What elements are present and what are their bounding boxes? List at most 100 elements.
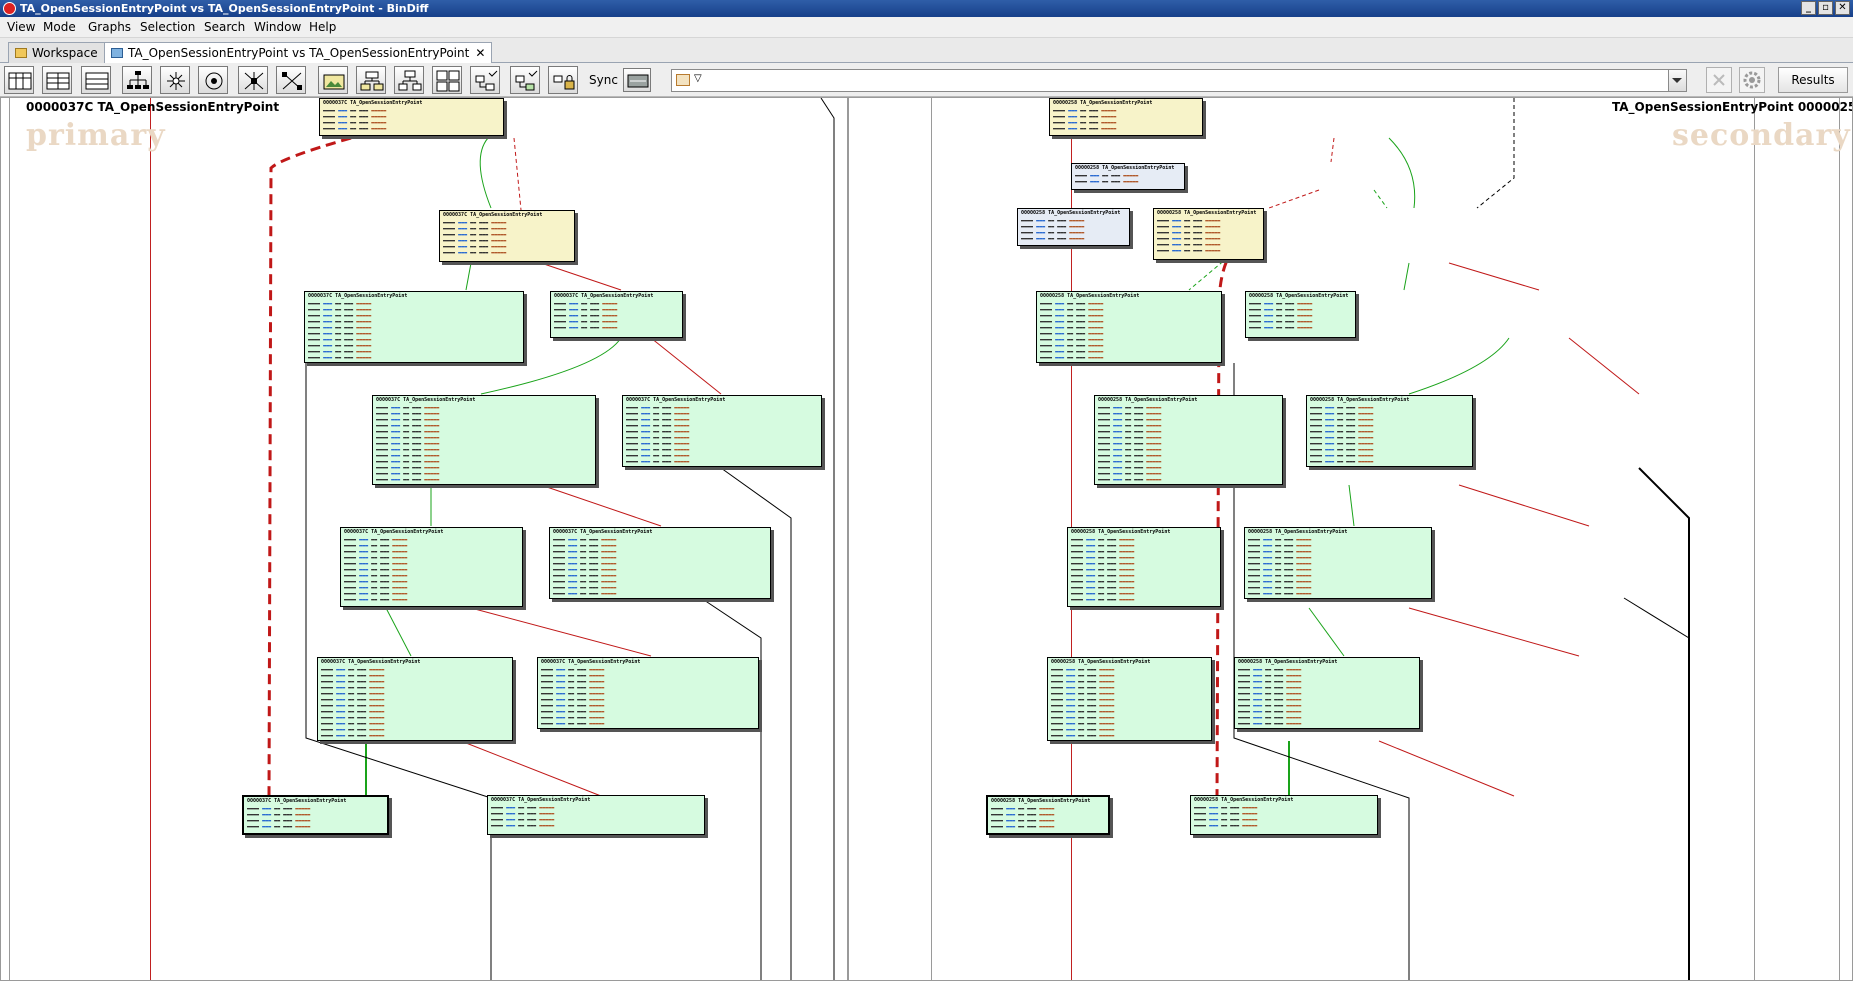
instruction-line: ▬▬▬▬ ▬▬▬ ▬▬ ▬▬▬ ▬▬▬▬▬ xyxy=(1051,673,1115,679)
search-options-chevron-icon[interactable]: ▽ xyxy=(694,73,702,84)
instruction-line: ▬▬▬▬ ▬▬▬ ▬▬ ▬▬▬ ▬▬▬▬▬ xyxy=(1053,126,1117,132)
primary-node-7[interactable]: 0000037C TA_OpenSessionEntryPoint▬▬▬▬ ▬▬… xyxy=(549,527,771,599)
zoom-in-graph-button[interactable] xyxy=(42,66,72,94)
results-button[interactable]: Results xyxy=(1778,67,1848,93)
instruction-line: ▬▬▬▬ ▬▬▬ ▬▬ ▬▬▬ ▬▬▬▬▬ xyxy=(1051,733,1115,739)
instruction-line: ▬▬▬▬ ▬▬▬ ▬▬ ▬▬▬ ▬▬▬▬▬ xyxy=(1098,411,1162,417)
instruction-line: ▬▬▬▬ ▬▬▬ ▬▬ ▬▬▬ ▬▬▬▬▬ xyxy=(1194,811,1258,817)
secondary-node-13[interactable]: 00000258 TA_OpenSessionEntryPoint▬▬▬▬ ▬▬… xyxy=(1190,795,1378,835)
instruction-line: ▬▬▬▬ ▬▬▬ ▬▬ ▬▬▬ ▬▬▬▬▬ xyxy=(1071,573,1135,579)
primary-node-5[interactable]: 0000037C TA_OpenSessionEntryPoint▬▬▬▬ ▬▬… xyxy=(622,395,822,467)
instruction-line: ▬▬▬▬ ▬▬▬ ▬▬ ▬▬▬ ▬▬▬▬▬ xyxy=(247,818,311,824)
primary-node-8[interactable]: 0000037C TA_OpenSessionEntryPoint▬▬▬▬ ▬▬… xyxy=(317,657,513,741)
instruction-line: ▬▬▬▬ ▬▬▬ ▬▬ ▬▬▬ ▬▬▬▬▬ xyxy=(376,423,440,429)
hierarchy-icon xyxy=(398,70,422,91)
instruction-line: ▬▬▬▬ ▬▬▬ ▬▬ ▬▬▬ ▬▬▬▬▬ xyxy=(1310,429,1374,435)
search-combo[interactable]: ▽ xyxy=(671,69,1687,92)
primary-node-11[interactable]: 0000037C TA_OpenSessionEntryPoint▬▬▬▬ ▬▬… xyxy=(487,795,705,835)
clear-search-button[interactable] xyxy=(1706,67,1732,93)
chevron-down-icon[interactable] xyxy=(1668,70,1686,91)
primary-node-entry[interactable]: 0000037C TA_OpenSessionEntryPoint▬▬▬▬ ▬▬… xyxy=(319,98,504,136)
sync-label: Sync xyxy=(589,73,618,87)
instruction-line: ▬▬▬▬ ▬▬▬ ▬▬ ▬▬▬ ▬▬▬▬▬ xyxy=(1071,579,1135,585)
instruction-line: ▬▬▬▬ ▬▬▬ ▬▬ ▬▬▬ ▬▬▬▬▬ xyxy=(376,429,440,435)
close-window-button[interactable]: ✕ xyxy=(1835,1,1850,15)
instruction-line: ▬▬▬▬ ▬▬▬ ▬▬ ▬▬▬ ▬▬▬▬▬ xyxy=(991,806,1055,812)
primary-node-3[interactable]: 0000037C TA_OpenSessionEntryPoint▬▬▬▬ ▬▬… xyxy=(550,291,683,338)
menu-view[interactable]: View xyxy=(7,20,36,34)
instruction-line: ▬▬▬▬ ▬▬▬ ▬▬ ▬▬▬ ▬▬▬▬▬ xyxy=(1238,691,1302,697)
instruction-line: ▬▬▬▬ ▬▬▬ ▬▬ ▬▬▬ ▬▬▬▬▬ xyxy=(247,812,311,818)
hierarchic-select-button[interactable] xyxy=(394,66,424,94)
primary-graph-pane[interactable]: 0000037C TA_OpenSessionEntryPoint primar… xyxy=(0,97,848,981)
secondary-node-1[interactable]: 00000258 TA_OpenSessionEntryPoint▬▬▬▬ ▬▬… xyxy=(1071,163,1185,190)
secondary-node-2[interactable]: 00000258 TA_OpenSessionEntryPoint▬▬▬▬ ▬▬… xyxy=(1017,208,1130,246)
menu-help[interactable]: Help xyxy=(309,20,337,34)
instruction-line: ▬▬▬▬ ▬▬▬ ▬▬ ▬▬▬ ▬▬▬▬▬ xyxy=(321,733,385,739)
secondary-node-entry[interactable]: 00000258 TA_OpenSessionEntryPoint▬▬▬▬ ▬▬… xyxy=(1049,98,1203,136)
secondary-node-12[interactable]: 00000258 TA_OpenSessionEntryPoint▬▬▬▬ ▬▬… xyxy=(986,795,1110,835)
instruction-line: ▬▬▬▬ ▬▬▬ ▬▬ ▬▬▬ ▬▬▬▬▬ xyxy=(1051,691,1115,697)
tab-diff-label: TA_OpenSessionEntryPoint vs TA_OpenSessi… xyxy=(128,46,470,60)
menu-window[interactable]: Window xyxy=(254,20,302,34)
node-header: 0000037C TA_OpenSessionEntryPoint xyxy=(344,529,444,535)
primary-node-2[interactable]: 0000037C TA_OpenSessionEntryPoint▬▬▬▬ ▬▬… xyxy=(304,291,524,363)
orthogonal-layout-button[interactable] xyxy=(160,66,190,94)
fit-graph-button[interactable] xyxy=(81,66,111,94)
secondary-function-name: TA_OpenSessionEntryPoint xyxy=(1612,100,1794,114)
restore-button[interactable]: ▫ xyxy=(1818,1,1833,15)
tab-diff[interactable]: TA_OpenSessionEntryPoint vs TA_OpenSessi… xyxy=(104,42,493,64)
menu-search[interactable]: Search xyxy=(204,20,246,34)
circular-layout-button[interactable] xyxy=(198,66,228,94)
zoom-to-selection-button[interactable] xyxy=(4,66,34,94)
primary-node-1[interactable]: 0000037C TA_OpenSessionEntryPoint▬▬▬▬ ▬▬… xyxy=(439,210,575,262)
primary-node-6[interactable]: 0000037C TA_OpenSessionEntryPoint ▬▬▬▬ ▬▬… xyxy=(340,527,523,607)
instruction-line: ▬▬▬▬ ▬▬▬ ▬▬ ▬▬▬ ▬▬▬▬▬ xyxy=(1098,471,1162,477)
lock-selection-button[interactable] xyxy=(548,66,578,94)
screenshot-button[interactable] xyxy=(318,66,348,94)
secondary-graph-pane[interactable]: TA_OpenSessionEntryPoint 00000258 second… xyxy=(848,97,1853,981)
menu-selection[interactable]: Selection xyxy=(140,20,196,34)
menu-graphs[interactable]: Graphs xyxy=(88,20,132,34)
primary-node-10[interactable]: 0000037C TA_OpenSessionEntryPoint▬▬▬▬ ▬▬… xyxy=(242,795,389,835)
matched-graph-button[interactable] xyxy=(470,66,500,94)
sync-toggle-button[interactable] xyxy=(623,68,651,92)
secondary-node-3[interactable]: 00000258 TA_OpenSessionEntryPoint▬▬▬▬ ▬▬… xyxy=(1153,208,1264,260)
hierarchical-layout-button[interactable] xyxy=(122,66,152,94)
menu-mode[interactable]: Mode xyxy=(43,20,76,34)
instruction-line: ▬▬▬▬ ▬▬▬ ▬▬ ▬▬▬ ▬▬▬▬▬ xyxy=(553,591,617,597)
secondary-node-5[interactable]: 00000258 TA_OpenSessionEntryPoint▬▬▬▬ ▬▬… xyxy=(1245,291,1356,338)
instruction-line: ▬▬▬▬ ▬▬▬ ▬▬ ▬▬▬ ▬▬▬▬▬ xyxy=(541,721,605,727)
instruction-line: ▬▬▬▬ ▬▬▬ ▬▬ ▬▬▬ ▬▬▬▬▬ xyxy=(1071,567,1135,573)
tab-workspace[interactable]: Workspace xyxy=(8,42,105,63)
instruction-line: ▬▬▬▬ ▬▬▬ ▬▬ ▬▬▬ ▬▬▬▬▬ xyxy=(553,573,617,579)
expand-selection-button[interactable] xyxy=(238,66,268,94)
instruction-line: ▬▬▬▬ ▬▬▬ ▬▬ ▬▬▬ ▬▬▬▬▬ xyxy=(1051,685,1115,691)
instruction-line: ▬▬▬▬ ▬▬▬ ▬▬ ▬▬▬ ▬▬▬▬▬ xyxy=(344,591,408,597)
instruction-line: ▬▬▬▬ ▬▬▬ ▬▬ ▬▬▬ ▬▬▬▬▬ xyxy=(443,226,507,232)
proximity-browsing-button[interactable] xyxy=(356,66,386,94)
instruction-line: ▬▬▬▬ ▬▬▬ ▬▬ ▬▬▬ ▬▬▬▬▬ xyxy=(1071,597,1135,603)
instruction-line: ▬▬▬▬ ▬▬▬ ▬▬ ▬▬▬ ▬▬▬▬▬ xyxy=(553,543,617,549)
node-header: 00000258 TA_OpenSessionEntryPoint xyxy=(1071,529,1171,535)
instruction-line: ▬▬▬▬ ▬▬▬ ▬▬ ▬▬▬ ▬▬▬▬▬ xyxy=(323,120,387,126)
shrink-selection-button[interactable] xyxy=(276,66,306,94)
node-details-button[interactable] xyxy=(432,66,462,94)
instruction-line: ▬▬▬▬ ▬▬▬ ▬▬ ▬▬▬ ▬▬▬▬▬ xyxy=(376,453,440,459)
secondary-node-4[interactable]: 00000258 TA_OpenSessionEntryPoint▬▬▬▬ ▬▬… xyxy=(1036,291,1222,363)
search-settings-button[interactable] xyxy=(1739,67,1765,93)
secondary-node-6[interactable]: 00000258 TA_OpenSessionEntryPoint▬▬▬▬ ▬▬… xyxy=(1094,395,1283,485)
primary-node-9[interactable]: 0000037C TA_OpenSessionEntryPoint▬▬▬▬ ▬▬… xyxy=(537,657,759,729)
minimize-button[interactable]: _ xyxy=(1801,1,1816,15)
instruction-line: ▬▬▬▬ ▬▬▬ ▬▬ ▬▬▬ ▬▬▬▬▬ xyxy=(1051,715,1115,721)
select-matched-button[interactable] xyxy=(510,66,540,94)
secondary-node-7[interactable]: 00000258 TA_OpenSessionEntryPoint▬▬▬▬ ▬▬… xyxy=(1306,395,1473,467)
primary-node-4[interactable]: 0000037C TA_OpenSessionEntryPoint▬▬▬▬ ▬▬… xyxy=(372,395,596,485)
close-tab-icon[interactable]: ✕ xyxy=(475,46,486,60)
secondary-node-9[interactable]: 00000258 TA_OpenSessionEntryPoint▬▬▬▬ ▬▬… xyxy=(1244,527,1432,599)
secondary-node-8[interactable]: 00000258 TA_OpenSessionEntryPoint ▬▬▬▬ ▬▬… xyxy=(1067,527,1221,607)
instruction-line: ▬▬▬▬ ▬▬▬ ▬▬ ▬▬▬ ▬▬▬▬▬ xyxy=(541,703,605,709)
secondary-node-10[interactable]: 00000258 TA_OpenSessionEntryPoint▬▬▬▬ ▬▬… xyxy=(1047,657,1212,741)
secondary-node-11[interactable]: 00000258 TA_OpenSessionEntryPoint▬▬▬▬ ▬▬… xyxy=(1234,657,1420,729)
node-header: 0000037C TA_OpenSessionEntryPoint xyxy=(554,293,654,299)
